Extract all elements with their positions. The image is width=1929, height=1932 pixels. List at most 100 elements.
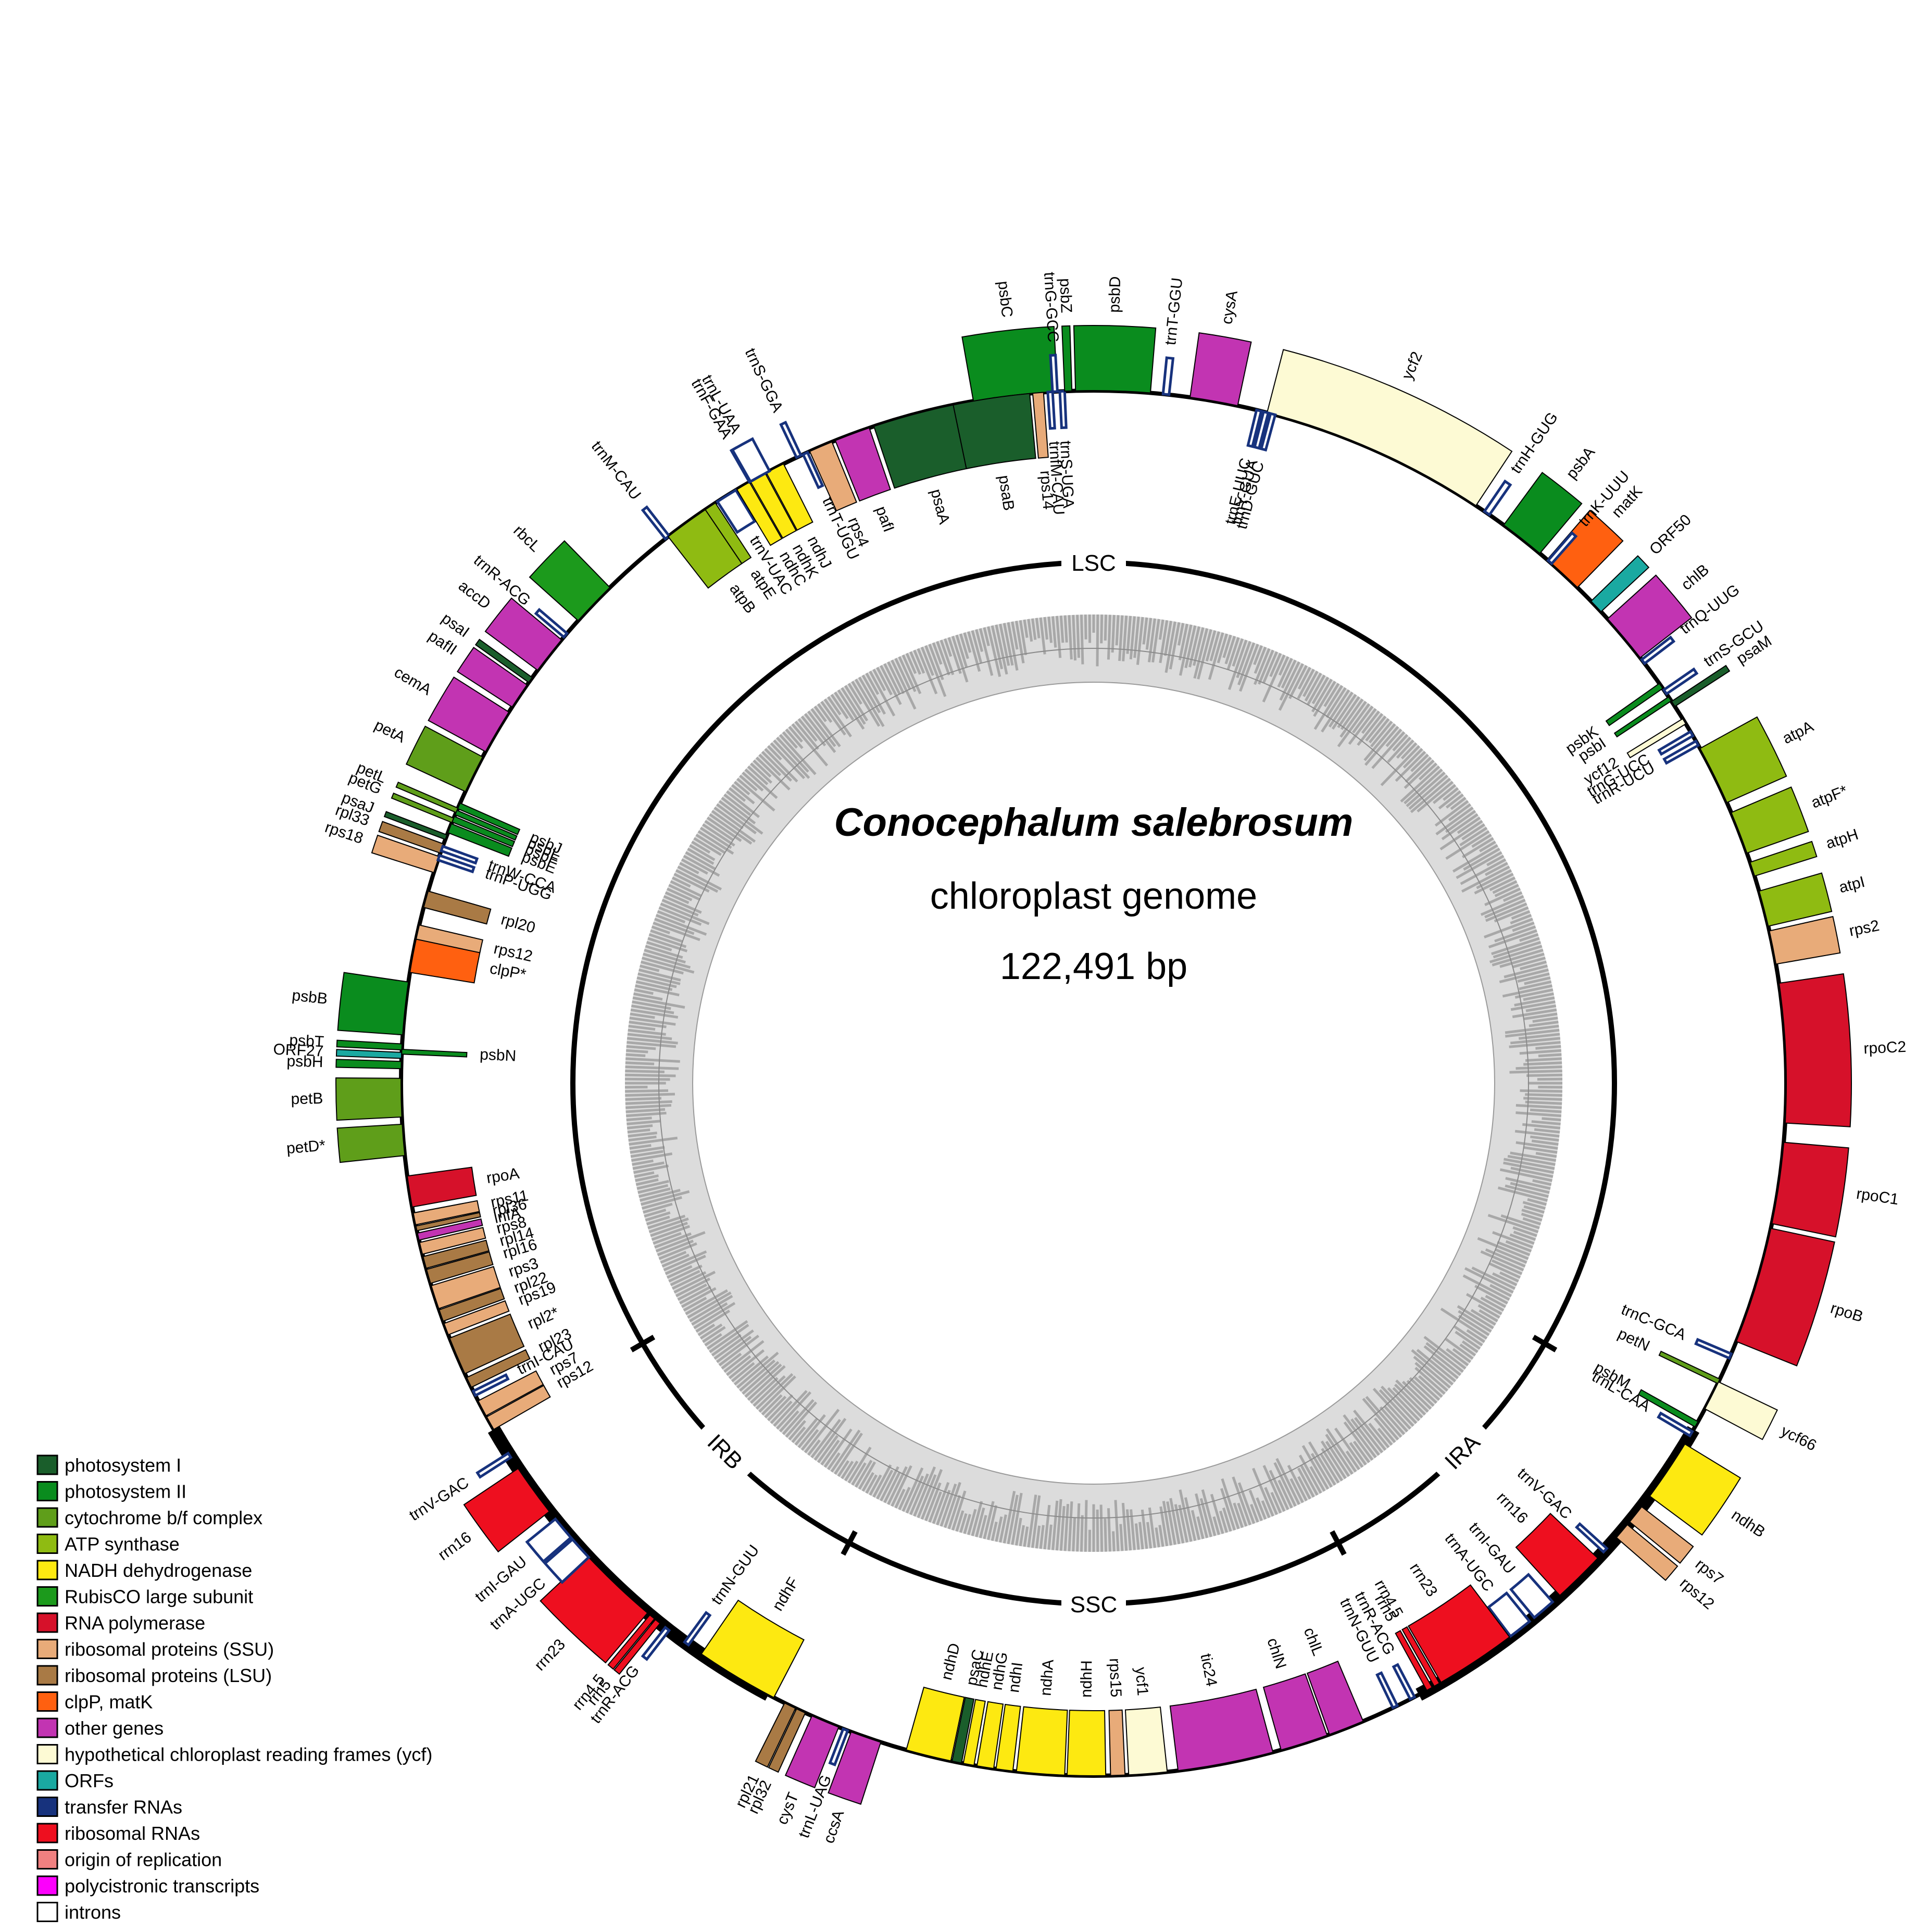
gene-rpl36[interactable]: rpl36 (415, 1196, 529, 1232)
gene-block[interactable] (1032, 392, 1049, 459)
gene-block[interactable] (1649, 1443, 1742, 1536)
gene-block[interactable] (682, 1611, 712, 1647)
gene-block[interactable] (1253, 410, 1270, 450)
gene-block[interactable] (1392, 1663, 1417, 1701)
gene-block[interactable] (730, 437, 772, 484)
gene-block[interactable] (1769, 915, 1841, 965)
gene-block[interactable] (1657, 730, 1695, 756)
gene-block[interactable] (412, 1200, 480, 1226)
gene-block[interactable] (1482, 479, 1512, 517)
gene-block[interactable] (486, 1385, 551, 1431)
gene-block[interactable] (1395, 1629, 1433, 1691)
gene-block[interactable] (1735, 1227, 1835, 1367)
gene-block[interactable] (1671, 664, 1731, 707)
gene-block[interactable] (873, 404, 969, 489)
gene-trng-gcc[interactable]: trnG-GCC (1041, 271, 1062, 393)
gene-block[interactable] (401, 1048, 468, 1058)
gene-block[interactable] (1169, 1688, 1274, 1772)
gene-psbc[interactable]: psbC (961, 280, 1058, 402)
gene-block[interactable] (1662, 667, 1699, 696)
gene-rps2[interactable]: rps2 (1769, 915, 1881, 965)
gene-block[interactable] (704, 502, 752, 564)
gene-block[interactable] (543, 1537, 591, 1584)
gene-block[interactable] (1730, 786, 1809, 854)
gene-block[interactable] (1699, 716, 1787, 804)
gene-block[interactable] (335, 1049, 403, 1059)
gene-block[interactable] (1662, 739, 1700, 765)
gene-block[interactable] (1778, 973, 1852, 1127)
gene-block[interactable] (755, 1702, 796, 1768)
gene-block[interactable] (438, 1288, 505, 1322)
gene-block[interactable] (336, 1039, 403, 1051)
gene-block[interactable] (475, 1451, 513, 1479)
gene-trnl-caa[interactable]: trnL-CAA (1589, 1368, 1694, 1438)
gene-block[interactable] (1401, 1626, 1441, 1687)
gene-block[interactable] (1073, 325, 1157, 394)
gene-block[interactable] (1124, 1707, 1168, 1776)
gene-rps12[interactable]: rps12 (415, 924, 534, 965)
gene-block[interactable] (1161, 356, 1175, 396)
gene-block[interactable] (1486, 1591, 1532, 1638)
gene-block[interactable] (1758, 872, 1833, 927)
gene-rps15[interactable]: rps15 (1106, 1658, 1126, 1776)
gene-block[interactable] (419, 1227, 486, 1255)
gene-block[interactable] (1771, 1141, 1849, 1238)
gene-block[interactable] (1306, 1660, 1364, 1735)
gene-block[interactable] (484, 597, 562, 671)
gene-block[interactable] (454, 809, 518, 841)
gene-block[interactable] (1066, 1710, 1107, 1776)
gene-block[interactable] (1613, 696, 1672, 738)
gene-block[interactable] (1546, 531, 1578, 566)
gene-block[interactable] (474, 638, 533, 683)
gene-block[interactable] (1108, 1709, 1126, 1776)
gene-block[interactable] (951, 1697, 975, 1764)
gene-block[interactable] (1266, 349, 1513, 507)
gene-block[interactable] (415, 1212, 481, 1232)
gene-block[interactable] (422, 1239, 490, 1269)
gene-block[interactable] (1061, 325, 1073, 392)
gene-psbn[interactable]: psbN (401, 1046, 517, 1065)
gene-atpa[interactable]: atpA (1699, 716, 1817, 804)
gene-block[interactable] (1639, 635, 1676, 666)
gene-block[interactable] (1694, 1338, 1733, 1360)
gene-block[interactable] (613, 1619, 661, 1675)
gene-rps3[interactable]: rps3 (430, 1254, 541, 1310)
gene-block[interactable] (1515, 1512, 1599, 1597)
gene-block[interactable] (336, 1123, 406, 1163)
gene-psbh[interactable]: psbH (286, 1052, 402, 1071)
gene-block[interactable] (1375, 1671, 1399, 1710)
gene-block[interactable] (905, 1686, 965, 1762)
gene-cysa[interactable]: cysA (1189, 289, 1252, 407)
gene-block[interactable] (1749, 840, 1818, 877)
gene-block[interactable] (378, 821, 445, 854)
gene-block[interactable] (439, 844, 479, 865)
gene-block[interactable] (700, 1599, 805, 1699)
gene-block[interactable] (607, 1614, 656, 1670)
gene-tic24[interactable]: tic24 (1169, 1652, 1274, 1772)
gene-rpoc1[interactable]: rpoC1 (1771, 1141, 1900, 1238)
gene-rpl33[interactable]: rpl33 (333, 801, 445, 854)
gene-block[interactable] (525, 1517, 573, 1564)
gene-block[interactable] (1016, 1706, 1068, 1776)
gene-block[interactable] (335, 1059, 402, 1070)
gene-block[interactable] (1407, 1584, 1510, 1684)
gene-block[interactable] (1626, 718, 1687, 759)
gene-block[interactable] (995, 1703, 1021, 1772)
gene-petd-[interactable]: petD* (286, 1123, 406, 1163)
gene-block[interactable] (425, 1251, 494, 1284)
gene-block[interactable] (809, 441, 858, 512)
gene-block[interactable] (962, 1699, 986, 1766)
gene-block[interactable] (1502, 471, 1583, 555)
gene-block[interactable] (736, 481, 783, 546)
gene-block[interactable] (768, 1708, 806, 1773)
gene-block[interactable] (457, 802, 521, 835)
gene-rpob[interactable]: rpoB (1735, 1227, 1865, 1367)
gene-block[interactable] (828, 1727, 849, 1766)
gene-block[interactable] (1259, 412, 1277, 452)
gene-ycf1[interactable]: ycf1 (1124, 1666, 1168, 1776)
gene-block[interactable] (534, 608, 569, 639)
gene-psbd[interactable]: psbD (1073, 276, 1157, 394)
gene-block[interactable] (1590, 555, 1650, 613)
gene-block[interactable] (335, 1077, 403, 1121)
gene-block[interactable] (405, 725, 484, 793)
